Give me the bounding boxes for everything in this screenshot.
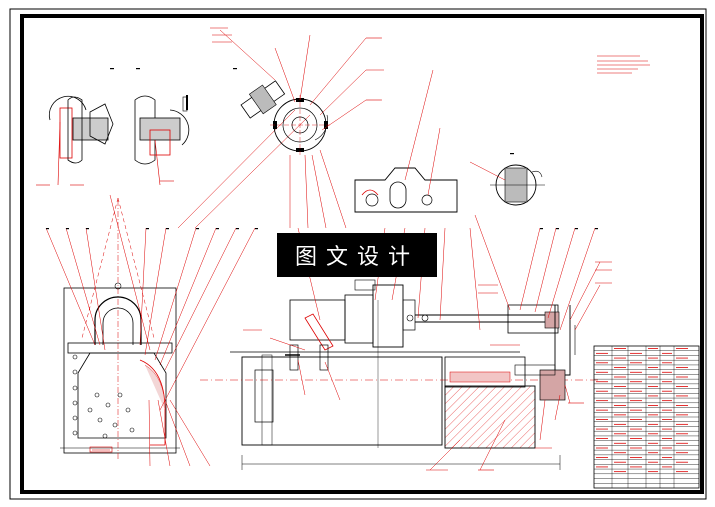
leader-lines-left bbox=[45, 109, 311, 467]
outer-border bbox=[9, 8, 707, 500]
watermark-stamp: 图文设计 bbox=[277, 233, 437, 277]
round-part-view bbox=[469, 161, 545, 206]
leader-lines-top bbox=[219, 29, 367, 229]
bracket-view bbox=[354, 69, 458, 213]
technical-notes bbox=[597, 55, 650, 74]
annotation-marks bbox=[36, 27, 612, 471]
section-view-left-a bbox=[48, 95, 114, 186]
inner-frame bbox=[20, 14, 704, 494]
detail-view-top bbox=[240, 80, 330, 155]
position-marks bbox=[46, 68, 598, 230]
main-assembly-view bbox=[200, 279, 600, 470]
front-view-clamp bbox=[60, 197, 180, 460]
section-view-left-b bbox=[134, 95, 190, 186]
title-block bbox=[593, 345, 700, 489]
